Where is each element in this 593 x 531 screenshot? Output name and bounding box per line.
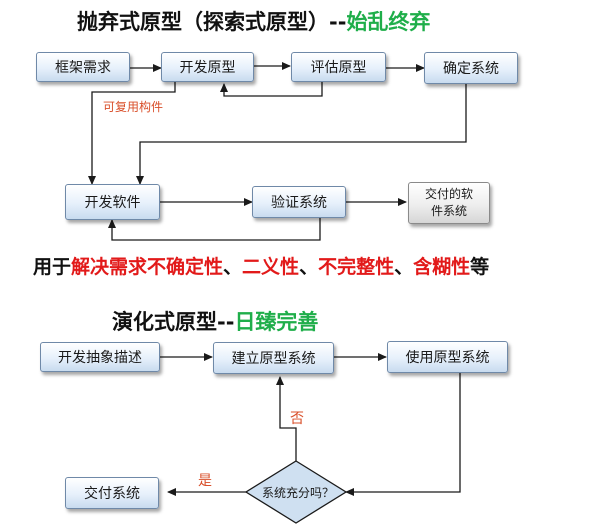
box-deliver-system: 交付系统 [65, 477, 159, 509]
decision-diamond [244, 460, 348, 524]
usage-p2: 二义性 [242, 256, 300, 278]
usage-sep1: 、 [223, 256, 243, 278]
box-frame-requirements: 框架需求 [36, 52, 130, 82]
arrow-confirm-to-software [136, 84, 467, 185]
delivered-line1: 交付的软 [424, 187, 473, 201]
arrow-decision-no-to-build [276, 376, 297, 462]
title1-dashes: -- [329, 10, 347, 34]
usage-sep3: 、 [394, 256, 414, 278]
title2-main: 演化式原型 [112, 310, 217, 334]
box-develop-abstract-description: 开发抽象描述 [40, 342, 160, 372]
title2-tag: 日臻完善 [234, 310, 319, 334]
usage-p4: 含糊性 [413, 256, 471, 278]
arrow-evaluate-back-to-develop [220, 82, 323, 97]
box-build-prototype-system: 建立原型系统 [213, 342, 334, 374]
box-evaluate-prototype: 评估原型 [291, 52, 386, 82]
usage-statement: 用于解决需求不确定性、二义性、不完整性、含糊性等 [33, 252, 489, 279]
label-no: 否 [290, 411, 304, 427]
usage-sep2: 、 [299, 256, 319, 278]
title-throwaway-prototype: 抛弃式原型（探索式原型）--始乱终弃 [77, 6, 430, 36]
usage-post: 等 [470, 256, 490, 278]
usage-pre: 用于 [33, 256, 72, 278]
label-yes: 是 [198, 473, 212, 489]
title1-tag: 始乱终弃 [346, 10, 431, 34]
box-confirm-system: 确定系统 [424, 52, 518, 84]
usage-p1: 解决需求不确定性 [71, 256, 224, 278]
arrow-verify-back-to-software [108, 218, 321, 241]
box-use-prototype-system: 使用原型系统 [387, 341, 508, 373]
box-delivered-software: 交付的软 件系统 [408, 182, 490, 224]
delivered-line2: 件系统 [430, 204, 467, 218]
title-evolutionary-prototype: 演化式原型--日臻完善 [112, 306, 318, 336]
box-develop-software: 开发软件 [65, 184, 160, 220]
label-reusable-components: 可复用构件 [103, 100, 164, 114]
arrow-use-to-decision [345, 373, 461, 496]
decision-label: 系统充分吗？ [262, 486, 335, 500]
title2-dashes: -- [217, 310, 235, 334]
arrow-reusable-components [88, 82, 176, 185]
title1-main: 抛弃式原型（探索式原型） [77, 10, 329, 34]
box-develop-prototype: 开发原型 [161, 52, 254, 82]
usage-p3: 不完整性 [318, 256, 395, 278]
box-verify-system: 验证系统 [252, 186, 346, 218]
